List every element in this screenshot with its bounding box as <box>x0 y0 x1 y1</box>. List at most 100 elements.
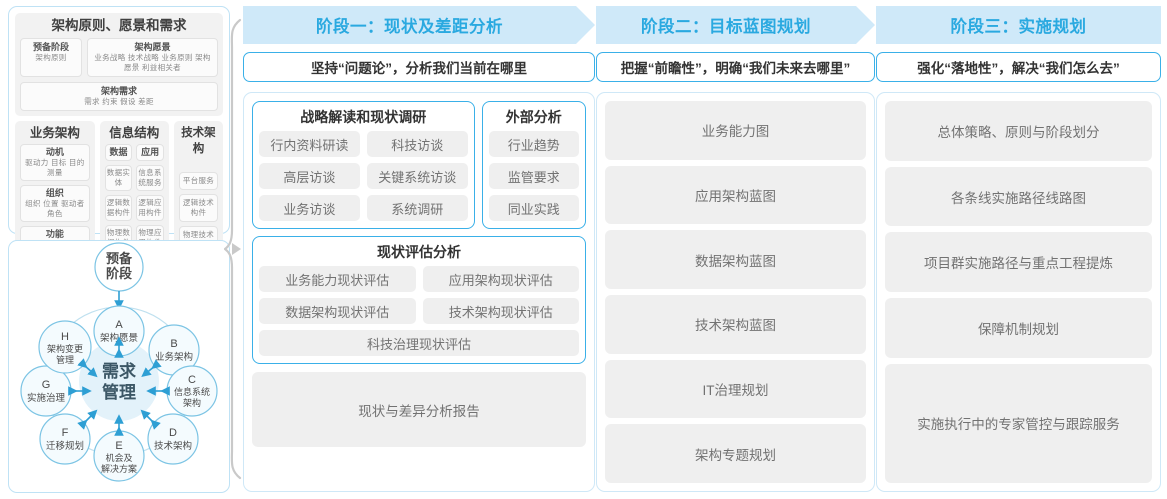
framework-row-1: 预备阶段 架构原则 架构愿景 业务战略 技术战略 业务原则 架构愿景 利益相关者 <box>20 38 218 77</box>
chip-row: 同业实践 <box>488 195 579 221</box>
adm-node-C-label1: 信息系统 <box>174 386 210 397</box>
adm-node-C-label2: 架构 <box>183 397 201 408</box>
pillar-data-item: 数据实体 <box>104 165 133 191</box>
current-state-assessment-title: 现状评估分析 <box>377 244 461 260</box>
pillar-app-head-cell: 应用 <box>136 144 164 161</box>
blueprint-item[interactable]: 架构专题规划 <box>605 424 866 484</box>
chip-item[interactable]: 技术架构现状评估 <box>422 298 579 324</box>
chip-item[interactable]: 科技治理现状评估 <box>259 330 579 356</box>
adm-node-A-letter: A <box>115 319 123 331</box>
pillar-business-item: 动机 驱动力 目标 目的 测量 <box>20 144 90 181</box>
adm-node-E-label2: 解决方案 <box>101 463 137 474</box>
implementation-item[interactable]: 各条线实施路径线路图 <box>885 166 1152 227</box>
framework-title: 架构原则、愿景和需求 <box>51 18 187 33</box>
blueprint-item[interactable]: 业务能力图 <box>605 101 866 160</box>
chip-row: 科技治理现状评估 <box>259 330 579 356</box>
chip-row: 高层访谈 关键系统访谈 <box>259 163 468 189</box>
chip-item[interactable]: 数据架构现状评估 <box>259 298 416 324</box>
adm-node-H-label1: 架构变更 <box>47 343 83 354</box>
preliminary-phase-sub: 架构原则 <box>35 53 67 62</box>
chip-item[interactable]: 业务访谈 <box>259 195 360 221</box>
pillar-technology-title: 技术架构 <box>181 127 216 155</box>
current-state-assessment-group: 现状评估分析 业务能力现状评估 应用架构现状评估 数据架构现状评估 技术架构现状… <box>252 236 586 364</box>
adm-node-E-letter: E <box>115 440 122 452</box>
phase-3-banner-text: 阶段三：实施规划 <box>950 18 1087 36</box>
chip-row: 数据架构现状评估 技术架构现状评估 <box>259 298 579 324</box>
architecture-requirements-cell: 架构需求 需求 约束 假设 差距 <box>20 82 218 111</box>
phase-3-subtitle-text: 强化“落地性”，解决“我们怎么去” <box>917 61 1120 76</box>
preliminary-phase-head: 预备阶段 <box>32 42 69 52</box>
implementation-item[interactable]: 总体策略、原则与阶段划分 <box>885 101 1152 161</box>
chip-item[interactable]: 行业趋势 <box>488 131 579 157</box>
adm-node-F-label: 迁移规划 <box>46 440 84 452</box>
architecture-vision-head: 架构愿景 <box>134 42 171 52</box>
adm-node-D-letter: D <box>169 427 177 439</box>
pillar-tech-item: 平台服务 <box>178 172 219 190</box>
adm-center-line2: 管理 <box>102 382 136 402</box>
phase-1-report-chip[interactable]: 现状与差异分析报告 <box>252 372 586 447</box>
phase-3-banner: 阶段三：实施规划 <box>876 6 1161 44</box>
adm-node-F-letter: F <box>62 427 69 439</box>
pillar-business-item: 组织 组织 位置 驱动者 角色 <box>20 185 90 222</box>
phase-2-banner-row: 阶段二：目标蓝图规划 <box>596 6 875 44</box>
phase-1-subtitle-text: 坚持“问题论”，分析我们当前在哪里 <box>311 61 527 76</box>
blueprint-item[interactable]: IT治理规划 <box>605 359 866 419</box>
implementation-item[interactable]: 项目群实施路径与重点工程提炼 <box>885 232 1152 293</box>
phase-2-banner-text: 阶段二：目标蓝图规划 <box>641 18 811 36</box>
chip-item[interactable]: 科技访谈 <box>366 131 468 157</box>
adm-node-E-label1: 机会及 <box>105 452 132 463</box>
chip-item[interactable]: 同业实践 <box>488 195 579 221</box>
chip-item[interactable]: 关键系统访谈 <box>366 163 468 189</box>
phase-3-panel: 总体策略、原则与阶段划分 各条线实施路径线路图 项目群实施路径与重点工程提炼 保… <box>876 92 1161 492</box>
chip-row: 监管要求 <box>488 163 579 189</box>
chip-item[interactable]: 监管要求 <box>488 163 579 189</box>
implementation-item[interactable]: 实施执行中的专家管控与跟踪服务 <box>885 363 1152 484</box>
chip-row: 行业趋势 <box>488 131 579 157</box>
adm-node-C-letter: C <box>188 374 196 386</box>
chip-item[interactable]: 应用架构现状评估 <box>422 266 579 292</box>
adm-node-H-label2: 管理 <box>56 354 74 365</box>
strategy-research-group: 战略解读和现状调研 行内资料研读 科技访谈 高层访谈 关键系统访谈 业务访谈 系 <box>252 101 475 229</box>
pillar-data-head-cell: 数据 <box>104 144 133 161</box>
adm-node-H-letter: H <box>61 331 69 343</box>
pillar-information-title: 信息结构 <box>109 126 160 140</box>
implementation-item[interactable]: 保障机制规划 <box>885 298 1152 358</box>
brace-connector-icon <box>224 18 242 480</box>
adm-node-G-letter: G <box>42 379 51 391</box>
phase-2-panel: 业务能力图 应用架构蓝图 数据架构蓝图 技术架构蓝图 IT治理规划 架构专题规划 <box>596 92 875 492</box>
phase-1-panel: 战略解读和现状调研 行内资料研读 科技访谈 高层访谈 关键系统访谈 业务访谈 系 <box>243 92 595 492</box>
chip-item[interactable]: 高层访谈 <box>259 163 360 189</box>
chip-item[interactable]: 行内资料研读 <box>259 131 360 157</box>
architecture-vision-sub: 业务战略 技术战略 业务原则 架构愿景 利益相关者 <box>94 53 211 72</box>
architecture-principles-group: 架构原则、愿景和需求 预备阶段 架构原则 架构愿景 业务战略 技术战略 业务原则… <box>15 13 223 116</box>
adm-node-B-label: 业务架构 <box>155 351 193 363</box>
pillar-app-item: 信息系统服务 <box>136 165 164 191</box>
pillar-app-item: 逻辑应用构件 <box>136 195 164 221</box>
adm-center-line1: 需求 <box>102 361 136 381</box>
adm-node-D-label: 技术架构 <box>154 440 192 452</box>
phase-2-banner: 阶段二：目标蓝图规划 <box>596 6 875 44</box>
chip-item[interactable]: 系统调研 <box>366 195 468 221</box>
adm-cycle-card: 预备 阶段 需求 管理 A 架构愿景 B 业务架构 C <box>8 240 230 493</box>
chip-row: 业务能力现状评估 应用架构现状评估 <box>259 266 579 292</box>
phase-3-banner-row: 阶段三：实施规划 <box>876 6 1161 44</box>
pillar-business-title: 业务架构 <box>29 126 80 140</box>
phase-1-banner-text: 阶段一：现状及差距分析 <box>316 18 503 36</box>
blueprint-item[interactable]: 应用架构蓝图 <box>605 165 866 225</box>
pillar-data-item: 逻辑数据构件 <box>104 195 133 221</box>
external-analysis-group: 外部分析 行业趋势 监管要求 同业实践 <box>481 101 586 229</box>
left-reference-column: 架构原则、愿景和需求 预备阶段 架构原则 架构愿景 业务战略 技术战略 业务原则… <box>8 6 230 493</box>
adm-node-G-label: 实施治理 <box>27 392 66 404</box>
external-analysis-title: 外部分析 <box>505 109 562 125</box>
phase-1-subtitle: 坚持“问题论”，分析我们当前在哪里 <box>243 52 595 82</box>
blueprint-item[interactable]: 数据架构蓝图 <box>605 230 866 290</box>
framework-pillars: 业务架构 动机 驱动力 目标 目的 测量 组织 组织 位置 驱动者 角色 功能 <box>15 121 224 268</box>
phase-3-subtitle: 强化“落地性”，解决“我们怎么去” <box>876 52 1161 82</box>
chip-item[interactable]: 业务能力现状评估 <box>259 266 416 292</box>
phase-2-subtitle-text: 把握“前瞻性”，明确“我们未来去哪里” <box>620 61 851 76</box>
togaf-framework-card: 架构原则、愿景和需求 预备阶段 架构原则 架构愿景 业务战略 技术战略 业务原则… <box>8 6 230 322</box>
blueprint-item[interactable]: 技术架构蓝图 <box>605 295 866 354</box>
adm-preliminary-line2: 阶段 <box>106 266 132 281</box>
adm-node-B-letter: B <box>170 338 177 350</box>
adm-cycle-diagram: 预备 阶段 需求 管理 A 架构愿景 B 业务架构 C <box>20 242 218 482</box>
